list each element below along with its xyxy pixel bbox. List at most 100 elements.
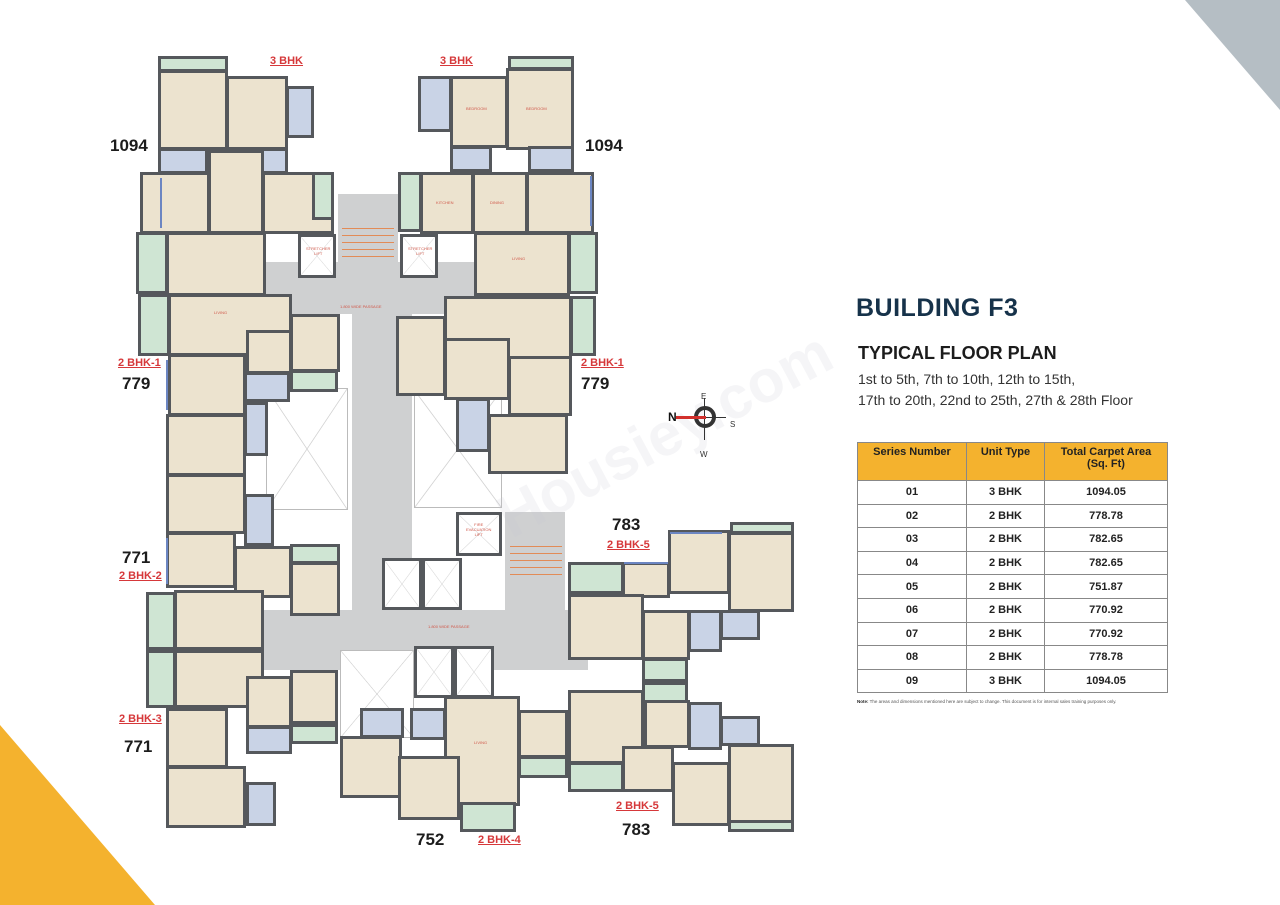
room-label-kitchen: KITCHEN — [436, 200, 454, 205]
type-cell: 3 BHK — [966, 480, 1045, 505]
balcony — [728, 820, 794, 832]
unit-type-label: 2 BHK-3 — [119, 713, 162, 725]
bedroom — [166, 532, 236, 588]
toilet — [246, 782, 276, 826]
dry-balcony — [290, 544, 340, 564]
toilet — [720, 610, 760, 640]
room-label-stretcher-lift: STRETCHER LIFT — [408, 246, 433, 256]
unit-type-label: 3 BHK — [270, 55, 304, 67]
stretcher-lift-3 — [382, 558, 422, 610]
dry-balcony — [312, 172, 334, 220]
series-cell: 06 — [857, 597, 967, 623]
living — [174, 590, 264, 650]
bedroom — [140, 172, 210, 234]
header-unit-type: Unit Type — [966, 442, 1045, 481]
bedroom — [526, 172, 594, 234]
duct-bottom — [340, 650, 414, 738]
note-text: The areas and dimensions mentioned here … — [869, 699, 1117, 704]
toilet — [246, 726, 292, 754]
type-cell: 3 BHK — [966, 668, 1045, 694]
window — [160, 178, 162, 228]
living-room — [568, 594, 644, 660]
kitchen — [642, 610, 690, 660]
area-cell: 782.65 — [1044, 550, 1168, 576]
unit-area-label: 1094 — [585, 136, 623, 155]
window — [670, 532, 722, 534]
header-carpet-area: Total Carpet Area (Sq. Ft) — [1044, 442, 1168, 481]
type-cell: 2 BHK — [966, 621, 1045, 647]
carpet-area-table: Series Number Unit Type Total Carpet Are… — [857, 442, 1168, 694]
floors-line-2: 17th to 20th, 22nd to 25th, 27th & 28th … — [858, 392, 1133, 408]
floor-plan: 3 BHK 1094 3 BHK 1094 2 BHK-1 779 2 BHK-… — [110, 55, 794, 849]
open-balcony — [138, 294, 170, 356]
unit-area-label: 783 — [612, 515, 641, 534]
bedroom — [488, 414, 568, 474]
series-cell: 01 — [857, 480, 967, 505]
toilet — [360, 708, 404, 738]
open-balcony — [136, 232, 168, 294]
bedroom — [166, 708, 228, 768]
type-cell: 2 BHK — [966, 574, 1045, 599]
bedroom — [728, 532, 794, 612]
room-label-dining: DINING — [490, 200, 504, 205]
unit-type-label: 2 BHK-5 — [607, 539, 650, 551]
dining — [444, 338, 510, 400]
series-cell: 02 — [857, 503, 967, 529]
passage-label: 1.800 WIDE PASSAGE — [428, 624, 470, 629]
room-label-living: LIVING — [214, 310, 228, 315]
bedroom — [398, 756, 460, 820]
dry-balcony — [290, 724, 338, 744]
dining — [246, 330, 292, 374]
toilet — [244, 494, 274, 546]
area-cell: 1094.05 — [1044, 480, 1168, 505]
unit-area-label: 1094 — [110, 136, 148, 155]
plan-subtitle: TYPICAL FLOOR PLAN — [858, 343, 1057, 363]
passage-label: 1.800 WIDE PASSAGE — [340, 304, 382, 309]
unit-area-label: 771 — [122, 548, 151, 567]
toilet — [410, 708, 446, 740]
series-cell: 03 — [857, 527, 967, 552]
stretcher-lift-5 — [414, 646, 454, 698]
bedroom — [166, 414, 246, 476]
toilet — [450, 146, 492, 172]
window — [166, 360, 168, 410]
stretcher-lift-6 — [454, 646, 494, 698]
toilet — [418, 76, 452, 132]
dry-balcony — [398, 172, 422, 232]
area-cell: 751.87 — [1044, 574, 1168, 599]
area-cell: 770.92 — [1044, 597, 1168, 623]
unit-type-label: 2 BHK-1 — [581, 357, 624, 369]
bedroom — [340, 736, 402, 798]
toilet — [688, 610, 722, 652]
unit-area-label: 771 — [124, 737, 153, 756]
compass-s: S — [730, 420, 736, 429]
series-cell: 09 — [857, 668, 967, 694]
unit-type-label: 2 BHK-5 — [616, 800, 659, 812]
unit-area-label: 783 — [622, 820, 651, 839]
unit-area-label: 779 — [581, 374, 610, 393]
dining — [246, 676, 292, 728]
disclaimer-note: Note: The areas and dimensions mentioned… — [857, 699, 1116, 704]
toilet — [528, 146, 574, 172]
stretcher-lift-4 — [422, 558, 462, 610]
room-label-living: LIVING — [474, 740, 488, 745]
dining — [622, 562, 670, 598]
area-cell: 778.78 — [1044, 503, 1168, 529]
type-cell: 2 BHK — [966, 503, 1045, 529]
header-series: Series Number — [857, 442, 967, 481]
bedroom — [168, 354, 246, 416]
staircase-top — [342, 222, 394, 262]
kitchen — [644, 700, 690, 748]
bedroom — [158, 70, 228, 150]
unit-type-label: 2 BHK-1 — [118, 357, 161, 369]
toilet — [286, 86, 314, 138]
bedroom — [668, 530, 730, 594]
toilet — [244, 402, 268, 456]
